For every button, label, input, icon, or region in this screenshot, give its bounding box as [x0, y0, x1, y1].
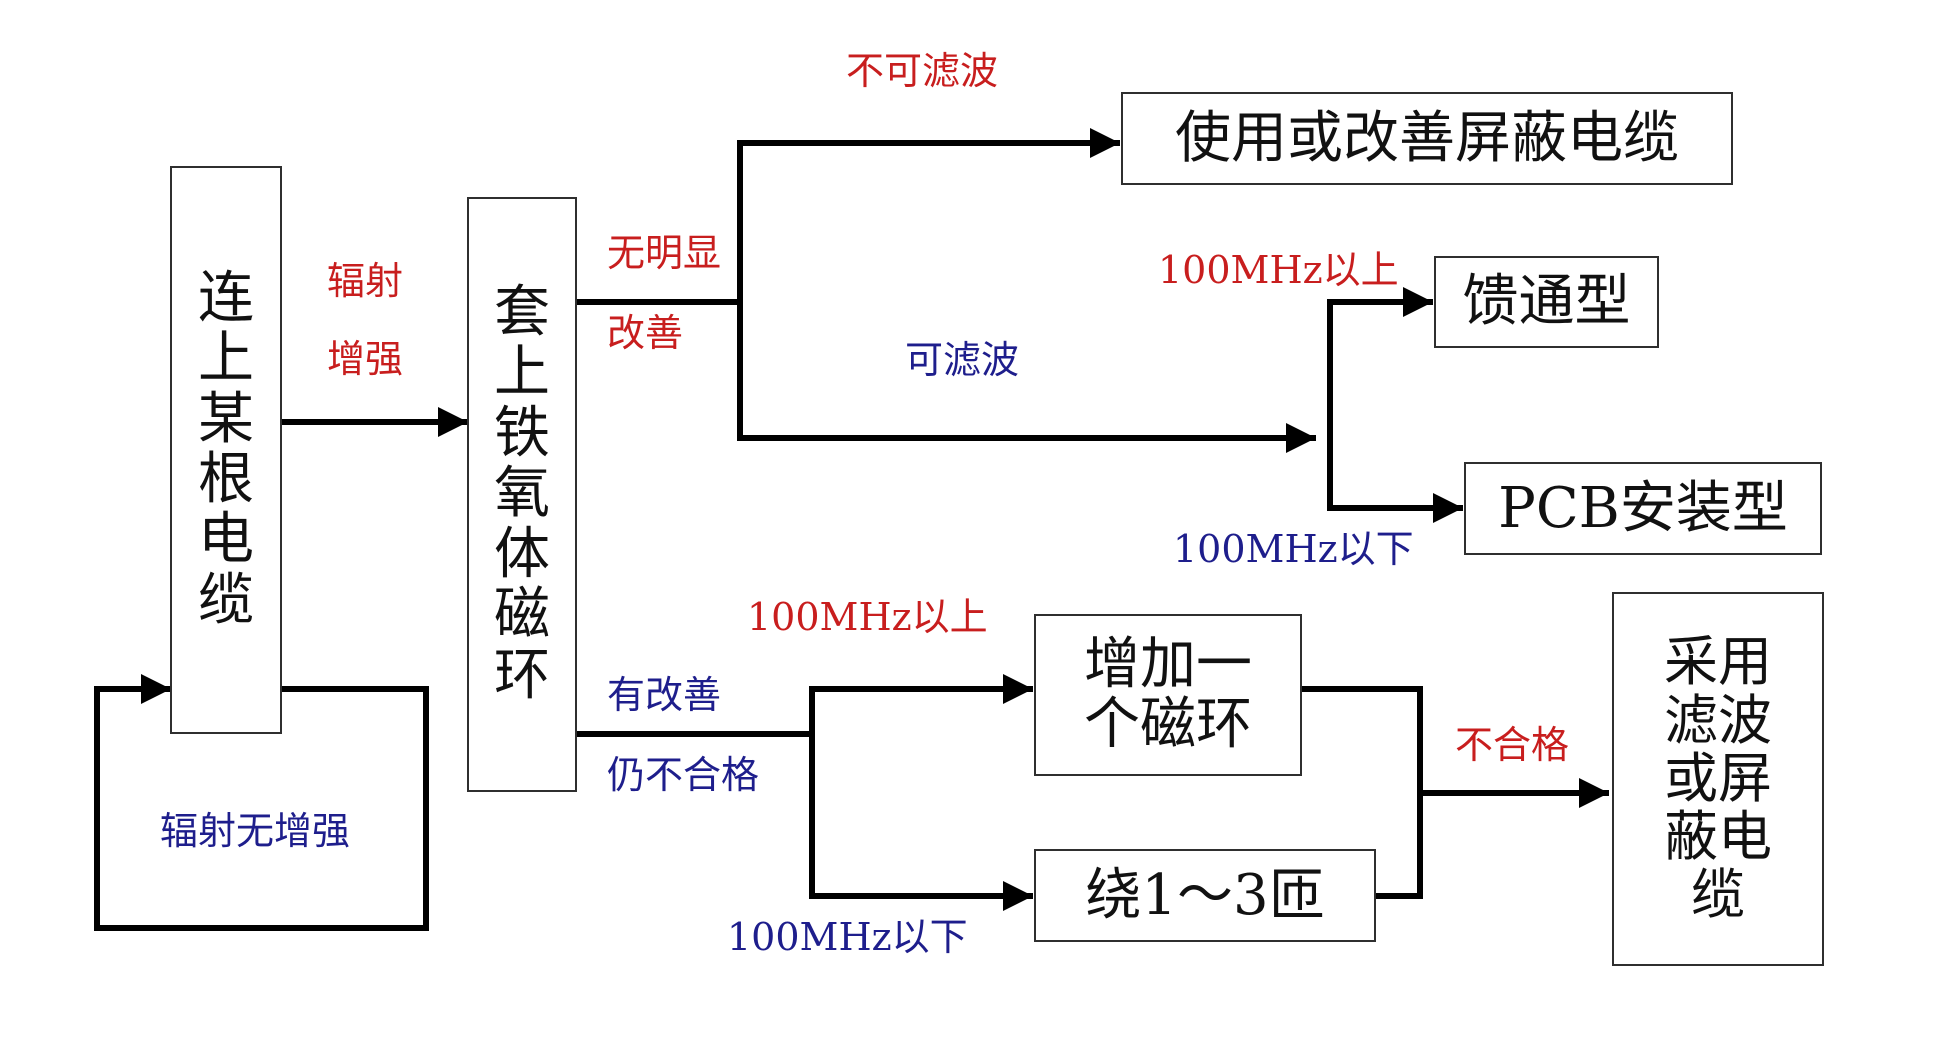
label-can-filter: 可滤波	[905, 338, 1020, 382]
box-connect-cable: 连 上 某 根 电 缆	[170, 166, 282, 734]
box-add-ring: 增加一 个磁环	[1034, 614, 1302, 776]
label-below-100-top: 100MHz以下	[1173, 527, 1414, 571]
label-still-fail: 仍不合格	[607, 753, 760, 797]
label-no-increase: 辐射无增强	[160, 809, 351, 853]
label-above-100-bottom: 100MHz以上	[747, 595, 988, 639]
box-filter-or-shield: 采用 滤波 或屏 蔽电 缆	[1612, 592, 1824, 966]
label-below-100-bottom: 100MHz以下	[727, 915, 968, 959]
label-no-obvious-1: 无明显	[607, 231, 722, 275]
label-radiation-up-2: 增强	[327, 337, 404, 381]
arrow-no-increase-loop	[94, 674, 429, 931]
label-improved: 有改善	[607, 673, 722, 717]
label-radiation-up-1: 辐射	[327, 259, 404, 303]
label-cannot-filter: 不可滤波	[846, 49, 999, 93]
label-above-100-top: 100MHz以上	[1158, 248, 1399, 292]
label-no-obvious-2: 改善	[607, 311, 684, 355]
box-feedthrough: 馈通型	[1434, 256, 1659, 348]
box-wind-turns: 绕1～3匝	[1034, 849, 1376, 942]
label-fail: 不合格	[1455, 723, 1570, 767]
box-pcb-mount: PCB安装型	[1464, 462, 1822, 555]
box-ferrite-ring: 套 上 铁 氧 体 磁 环	[467, 197, 577, 792]
box-shielded-cable: 使用或改善屏蔽电缆	[1121, 92, 1733, 185]
